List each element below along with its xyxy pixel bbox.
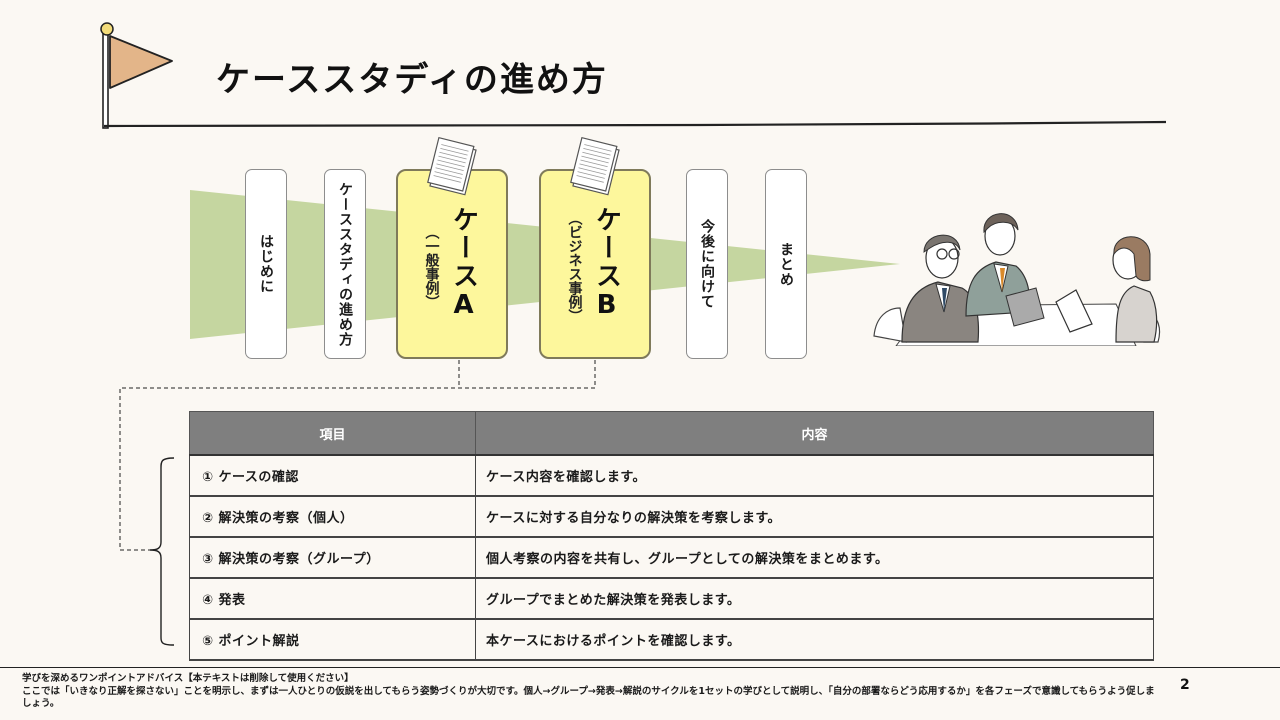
row-content: 個人考察の内容を共有し、グループとしての解決策をまとめます。 xyxy=(475,537,1154,579)
footer-divider xyxy=(0,667,1280,668)
flag-icon xyxy=(100,22,173,129)
row-content: ケースに対する自分なりの解決策を考察します。 xyxy=(475,496,1154,538)
title-underline xyxy=(103,120,1167,128)
table-row: ⑤ ポイント解説 本ケースにおけるポイントを確認します。 xyxy=(189,619,1154,661)
table-row: ④ 発表 グループでまとめた解決策を発表します。 xyxy=(189,578,1154,620)
step-summary: まとめ xyxy=(765,169,807,359)
row-content: ケース内容を確認します。 xyxy=(475,455,1154,497)
brace-icon xyxy=(149,457,175,646)
row-content: 本ケースにおけるポイントを確認します。 xyxy=(475,619,1154,661)
row-item: ⑤ ポイント解説 xyxy=(189,619,476,661)
table-row: ① ケースの確認 ケース内容を確認します。 xyxy=(189,455,1154,497)
row-item: ④ 発表 xyxy=(189,578,476,620)
page-title: ケーススタディの進め方 xyxy=(216,60,608,100)
page-number: 2 xyxy=(1180,677,1190,693)
step-label: はじめに xyxy=(258,234,274,294)
table-header-row: 項目 内容 xyxy=(189,411,1154,456)
column-header-item: 項目 xyxy=(189,411,476,456)
document-icon xyxy=(427,137,477,196)
step-case-b: （ビジネス事例） ケースB xyxy=(539,169,651,359)
table-row: ② 解決策の考察（個人） ケースに対する自分なりの解決策を考察します。 xyxy=(189,496,1154,538)
steps-table: 項目 内容 ① ケースの確認 ケース内容を確認します。 ② 解決策の考察（個人）… xyxy=(189,411,1154,661)
meeting-people-illustration xyxy=(873,213,1161,346)
step-introduction: はじめに xyxy=(245,169,287,359)
column-header-content: 内容 xyxy=(475,411,1154,456)
row-item: ① ケースの確認 xyxy=(189,455,476,497)
step-label: ケーススタディの進め方 xyxy=(337,181,353,347)
table-row: ③ 解決策の考察（グループ） 個人考察の内容を共有し、グループとしての解決策をま… xyxy=(189,537,1154,579)
row-item: ③ 解決策の考察（グループ） xyxy=(189,537,476,579)
step-label: まとめ xyxy=(778,241,794,287)
speaker-notes: 学びを深めるワンポイントアドバイス【本テキストは削除して使用ください】 ここでは… xyxy=(22,673,1162,711)
case-subtitle: （ビジネス事例） xyxy=(566,211,583,323)
case-title: ケースA xyxy=(448,206,479,322)
notes-body: ここでは「いきなり正解を探さない」ことを明示し、まずは一人ひとりの仮説を出しても… xyxy=(22,685,1155,710)
step-next-steps: 今後に向けて xyxy=(686,169,728,359)
notes-heading: 学びを深めるワンポイントアドバイス【本テキストは削除して使用ください】 xyxy=(22,673,354,684)
step-label: 今後に向けて xyxy=(699,219,715,309)
step-how-to-proceed: ケーススタディの進め方 xyxy=(324,169,366,359)
case-subtitle: （一般事例） xyxy=(423,225,440,309)
row-item: ② 解決策の考察（個人） xyxy=(189,496,476,538)
case-title: ケースB xyxy=(591,206,622,322)
document-icon xyxy=(570,137,620,196)
step-case-a: （一般事例） ケースA xyxy=(396,169,508,359)
row-content: グループでまとめた解決策を発表します。 xyxy=(475,578,1154,620)
